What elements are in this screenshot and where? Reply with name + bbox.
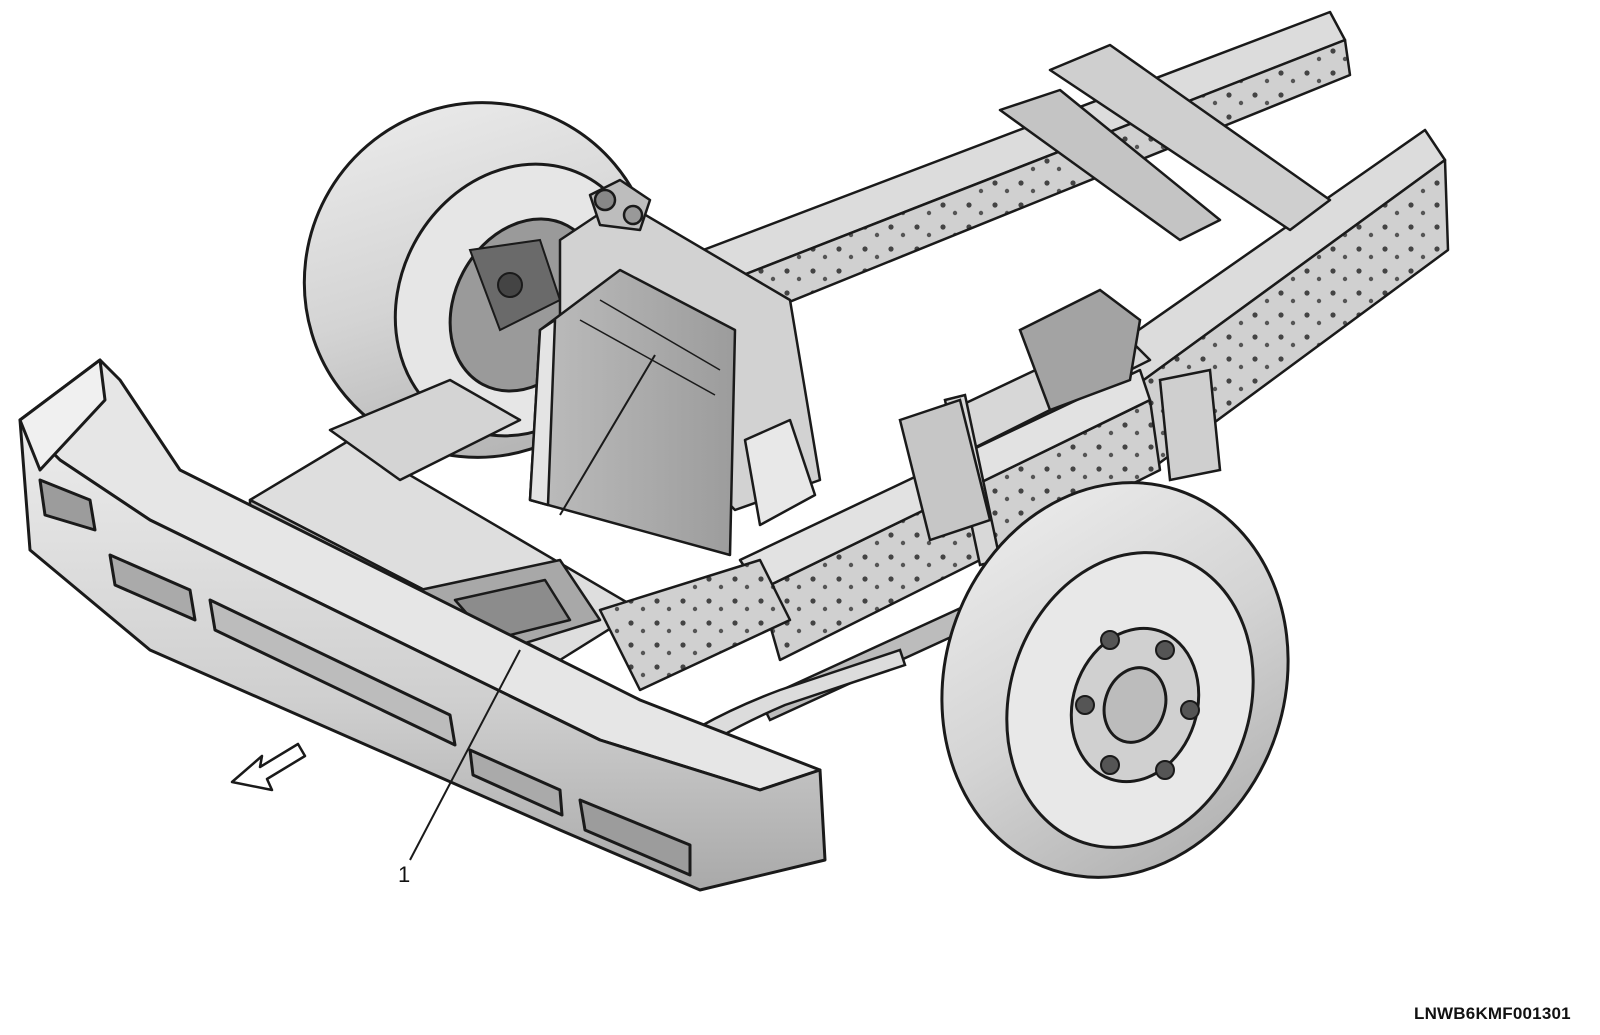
forward-arrow-icon <box>230 742 307 792</box>
bumper-right-fog-lamp-recess <box>578 798 692 877</box>
left-frame-horn <box>328 378 522 482</box>
rear-crossmember <box>1048 43 1332 232</box>
front-suspension <box>648 288 1222 777</box>
callout-leaders <box>409 354 656 861</box>
mid-crossmember <box>998 88 1222 242</box>
ecu-bracket <box>1018 288 1142 412</box>
bumper-lower-slot <box>468 748 564 817</box>
bumper-left-end <box>18 358 107 472</box>
bumper-center-recess <box>208 598 457 747</box>
rear-spring-hanger <box>1158 368 1222 482</box>
radiator-lower-bracket <box>743 418 817 527</box>
radiator-side-panel <box>528 318 557 507</box>
right-frame-horn <box>598 558 792 692</box>
bumper-lower-slot <box>108 553 197 622</box>
lug-nuts <box>1075 630 1200 780</box>
callout-leader-line <box>409 649 521 861</box>
bumper-left-fog-lamp-recess <box>38 478 97 532</box>
bumper-front-face <box>18 418 827 892</box>
callout-leader-line <box>559 354 656 516</box>
right-front-tire <box>940 481 1290 879</box>
front-bumper <box>18 358 827 892</box>
callout-number-label: 1 <box>398 862 411 887</box>
figure-code-label: LNWB6KMF001301 <box>1414 1004 1571 1023</box>
spring-hanger <box>898 398 992 542</box>
radiator-module <box>528 178 822 557</box>
